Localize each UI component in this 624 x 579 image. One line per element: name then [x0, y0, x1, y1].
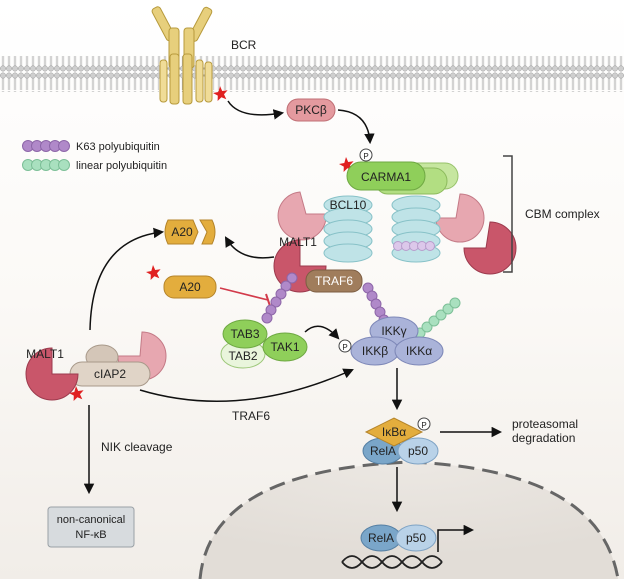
mutation-star-icon	[213, 86, 228, 101]
nik-cleavage-label: NIK cleavage	[101, 440, 173, 454]
ikkb-label: IKKβ	[362, 344, 388, 358]
arrow-malt1-a20-cleavage	[89, 227, 165, 331]
arrow-malt1-a20	[224, 236, 275, 259]
proteasomal-label: proteasomal	[512, 417, 578, 431]
tak1-label: TAK1	[270, 340, 299, 354]
degradation-label: degradation	[512, 431, 575, 445]
pkcb-node	[286, 98, 336, 122]
ikkg-label: IKKγ	[381, 324, 406, 338]
noncanonical-nfkb-box	[47, 506, 135, 548]
noncanonical-line1: non-canonical	[57, 514, 126, 526]
phosphate-icon	[417, 417, 431, 431]
tab-tak-complex: TAB3 TAB2 TAK1	[220, 319, 308, 369]
nuclear-p50-label: p50	[406, 531, 426, 545]
cell-membrane	[0, 56, 624, 92]
k63-polyubiquitin-icon	[22, 140, 70, 152]
tab2-label: TAB2	[228, 349, 257, 363]
mutation-star-icon	[69, 386, 84, 401]
a20-cleaved-label: A20	[171, 225, 193, 239]
malt1-label: MALT1	[279, 235, 317, 249]
nuclear-envelope	[198, 460, 620, 579]
cbm-complex: CARMA1 P BCL10	[277, 148, 517, 275]
traf6-node	[305, 269, 363, 293]
malt1-left-label: MALT1	[26, 347, 64, 361]
linear-polyubiquitin-icon	[22, 159, 70, 171]
phospho-label: P	[363, 152, 368, 161]
k63-chain-left-icon	[261, 272, 298, 324]
malt1-ciap2-complex: cIAP2 MALT1	[25, 331, 167, 401]
a20-label: A20	[179, 280, 201, 294]
ciap2-label: cIAP2	[94, 367, 126, 381]
traf6-label: TRAF6	[315, 274, 353, 288]
arrow-tak1-ikk	[304, 325, 340, 340]
transcription-arrow-icon	[437, 524, 475, 552]
a20-node	[163, 275, 217, 299]
bcl10-label: BCL10	[330, 198, 367, 212]
noncanonical-line2: NF-κB	[75, 529, 106, 541]
nuclear-rela-label: RelA	[368, 531, 394, 545]
ikba-nfkb-complex: IκBα RelA p50 P	[362, 417, 439, 465]
a20-cleaved-node: A20	[164, 219, 216, 245]
bcr-receptor	[151, 6, 213, 105]
cbm-complex-label: CBM complex	[525, 207, 600, 221]
carma1-label: CARMA1	[361, 170, 411, 184]
arrow-bcr-pkcb	[227, 100, 285, 120]
dna-icon	[341, 555, 443, 569]
phosphate-icon	[338, 339, 352, 353]
ikba-label: IκBα	[382, 425, 406, 439]
arrow-pkcb-carma1	[337, 109, 375, 145]
traf6-arrow-label: TRAF6	[232, 409, 270, 423]
p50-label: p50	[408, 444, 428, 458]
legend-k63-label: K63 polyubiquitin	[76, 141, 160, 153]
inhibition-line	[219, 287, 269, 301]
legend: K63 polyubiquitin linear polyubiquitin	[22, 140, 167, 172]
tab3-label: TAB3	[230, 327, 259, 341]
linear-chain-icon	[414, 297, 461, 339]
bcr-label: BCR	[231, 38, 257, 52]
phospho-label: P	[421, 421, 426, 430]
rela-label: RelA	[370, 444, 396, 458]
ikk-complex: IKKγ IKKβ IKKα P	[338, 316, 444, 366]
legend-linear-label: linear polyubiquitin	[76, 160, 167, 172]
phospho-label: P	[342, 343, 347, 352]
nuclear-nfkb: RelA p50	[360, 524, 437, 552]
phosphate-icon	[359, 148, 373, 162]
mutation-star-icon	[146, 265, 161, 280]
inhibition-bar	[265, 293, 271, 307]
pkcb-label: PKCβ	[295, 103, 327, 117]
arrow-ciap2-ikk	[139, 368, 354, 402]
cbm-bracket	[503, 155, 513, 273]
ikka-label: IKKα	[406, 344, 432, 358]
